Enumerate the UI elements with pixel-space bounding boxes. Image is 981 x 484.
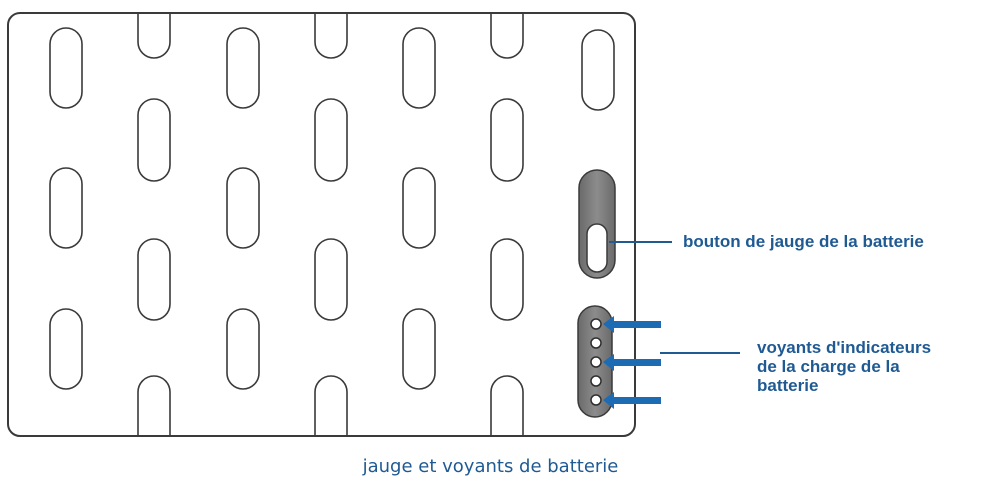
led-indicators xyxy=(590,318,602,406)
vent-slot xyxy=(49,167,83,249)
gauge-button-label: bouton de jauge de la batterie xyxy=(683,232,924,251)
arrow-left-icon xyxy=(603,354,661,371)
vent-slot xyxy=(402,167,436,249)
vent-slot xyxy=(314,14,348,59)
vent-slot xyxy=(49,27,83,109)
vent-slot xyxy=(137,238,171,321)
vent-slot xyxy=(314,98,348,182)
vent-slot xyxy=(226,167,260,249)
vent-slot xyxy=(581,29,615,111)
vent-slot xyxy=(490,238,524,321)
vent-slot xyxy=(314,375,348,435)
led-indicator-icon xyxy=(590,318,602,330)
figure-caption: jauge et voyants de batterie xyxy=(362,456,619,477)
vent-slot xyxy=(314,238,348,321)
vent-slot xyxy=(490,98,524,182)
indicator-lights-label-line: voyants d'indicateurs xyxy=(757,338,932,357)
led-indicator-icon xyxy=(590,337,602,349)
indicator-lights-label: voyants d'indicateurs de la charge de la… xyxy=(757,338,931,395)
gauge-button-icon[interactable] xyxy=(578,169,616,279)
vent-slot xyxy=(402,27,436,109)
indicator-panel xyxy=(577,305,613,418)
vent-slot xyxy=(490,375,524,435)
led-indicator-icon xyxy=(590,394,602,406)
arrow-left-icon xyxy=(603,316,661,333)
vent-slot xyxy=(226,308,260,390)
vent-slot xyxy=(490,14,524,59)
vent-slots xyxy=(49,14,524,435)
arrow-left-icon xyxy=(603,316,661,409)
vent-slot xyxy=(49,308,83,390)
battery-body xyxy=(7,12,636,437)
arrow-left-icon xyxy=(603,392,661,409)
gauge-button-inner[interactable] xyxy=(586,223,608,273)
led-indicator-icon xyxy=(590,375,602,387)
indicator-lights-label-line: batterie xyxy=(757,376,819,395)
vent-slot xyxy=(137,98,171,182)
led-indicator-icon xyxy=(590,356,602,368)
vent-slot xyxy=(137,375,171,435)
indicator-lights-label-line: de la charge de la xyxy=(757,357,900,376)
vent-slot xyxy=(226,27,260,109)
vent-slot xyxy=(402,308,436,390)
vent-slot xyxy=(137,14,171,59)
